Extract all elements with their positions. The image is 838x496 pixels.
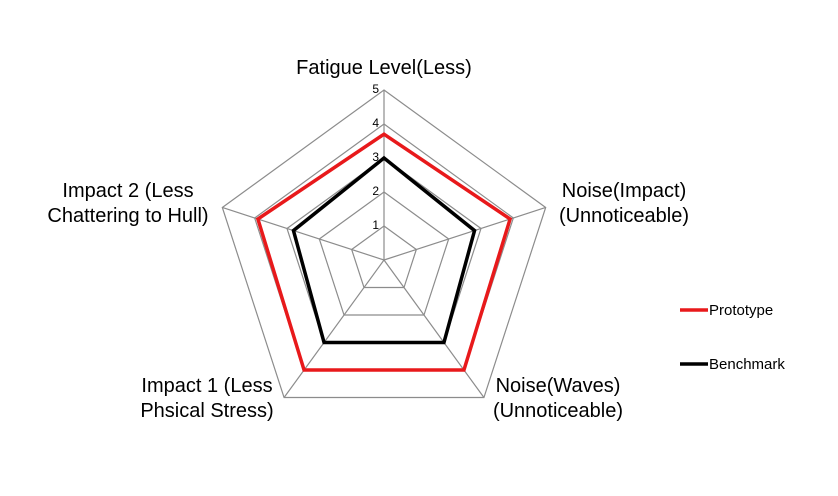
- series-line-benchmark: [291, 155, 477, 345]
- axis-label: (Unnoticeable): [559, 205, 689, 227]
- tick-label: 4: [372, 116, 379, 130]
- grid-ring-1: [350, 225, 418, 289]
- axis-label: (Unnoticeable): [493, 400, 623, 422]
- radar-grid: [221, 89, 547, 399]
- spoke: [383, 206, 546, 261]
- spoke: [283, 259, 385, 398]
- axis-label: Impact 1 (Less: [141, 375, 272, 397]
- grid-ring-5: [221, 89, 547, 399]
- axis-label: Phsical Stress): [140, 400, 273, 422]
- radial-tick-labels: 1 2 3 4 5: [372, 82, 379, 232]
- axis-labels: Fatigue Level(Less) Noise(Impact) (Unnotic…: [47, 57, 689, 422]
- tick-label: 2: [372, 184, 379, 198]
- spoke: [222, 206, 385, 261]
- grid-ring-2: [318, 191, 450, 316]
- axis-label: Chattering to Hull): [47, 205, 208, 227]
- tick-label: 1: [372, 218, 379, 232]
- axis-label: Noise(Impact): [562, 180, 686, 202]
- axis-label: Impact 2 (Less: [62, 180, 193, 202]
- axis-label: Fatigue Level(Less): [296, 57, 472, 79]
- legend-label-prototype: Prototype: [709, 302, 773, 319]
- series-line-prototype: [255, 132, 513, 372]
- tick-label: 5: [372, 82, 379, 96]
- radar-series: [255, 132, 513, 372]
- tick-label: 3: [372, 150, 379, 164]
- axis-label: Noise(Waves): [496, 375, 621, 397]
- spoke: [383, 259, 485, 398]
- legend-label-benchmark: Benchmark: [709, 356, 785, 373]
